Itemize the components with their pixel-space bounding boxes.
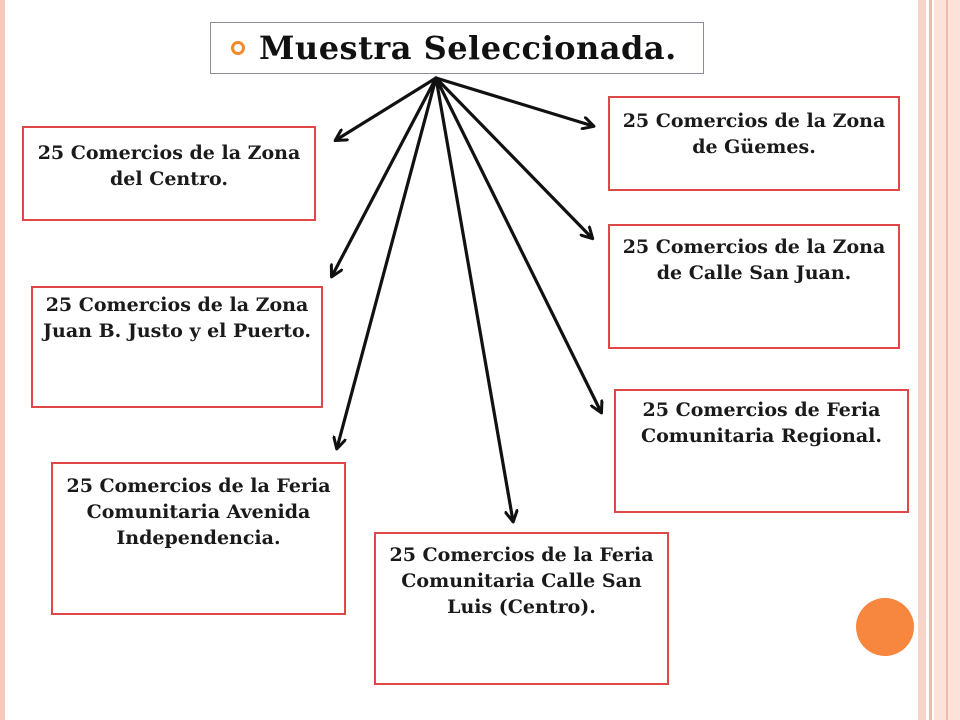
slide-frame-right-line (929, 0, 932, 720)
arrow-to-san-juan (434, 76, 592, 238)
node-guemes: 25 Comercios de la Zona de Güemes. (608, 96, 900, 191)
node-calle-san-juan-label: 25 Comercios de la Zona de Calle San Jua… (622, 236, 886, 285)
slide-frame-right (918, 0, 926, 720)
title-box: Muestra Seleccionada. (210, 22, 704, 74)
node-guemes-label: 25 Comercios de la Zona de Güemes. (622, 110, 886, 159)
node-feria-regional: 25 Comercios de Feria Comunitaria Region… (614, 389, 909, 513)
arrow-to-guemes (434, 76, 593, 126)
arrow-to-feria-avenida (337, 76, 438, 448)
node-feria-avenida: 25 Comercios de la Feria Comunitaria Ave… (51, 462, 346, 615)
node-juan-b-justo-label: 25 Comercios de la Zona Juan B. Justo y … (43, 294, 311, 343)
node-centro-label: 25 Comercios de la Zona del Centro. (37, 142, 301, 191)
arrow-to-feria-regional (434, 76, 601, 412)
slide-frame-right-stripe (946, 0, 948, 720)
decorative-circle (856, 598, 914, 656)
arrow-to-juan-b-justo (332, 76, 438, 276)
arrow-to-feria-san-luis (434, 76, 513, 521)
node-feria-regional-label: 25 Comercios de Feria Comunitaria Region… (641, 399, 882, 448)
slide-frame-left (0, 0, 5, 720)
node-calle-san-juan: 25 Comercios de la Zona de Calle San Jua… (608, 224, 900, 349)
node-feria-san-luis: 25 Comercios de la Feria Comunitaria Cal… (374, 532, 669, 685)
page-title: Muestra Seleccionada. (259, 29, 677, 67)
node-juan-b-justo: 25 Comercios de la Zona Juan B. Justo y … (31, 286, 323, 408)
node-feria-san-luis-label: 25 Comercios de la Feria Comunitaria Cal… (389, 544, 654, 619)
node-feria-avenida-label: 25 Comercios de la Feria Comunitaria Ave… (66, 475, 331, 550)
bullet-icon (231, 41, 245, 55)
node-centro: 25 Comercios de la Zona del Centro. (22, 126, 316, 221)
arrow-to-centro (336, 76, 438, 140)
